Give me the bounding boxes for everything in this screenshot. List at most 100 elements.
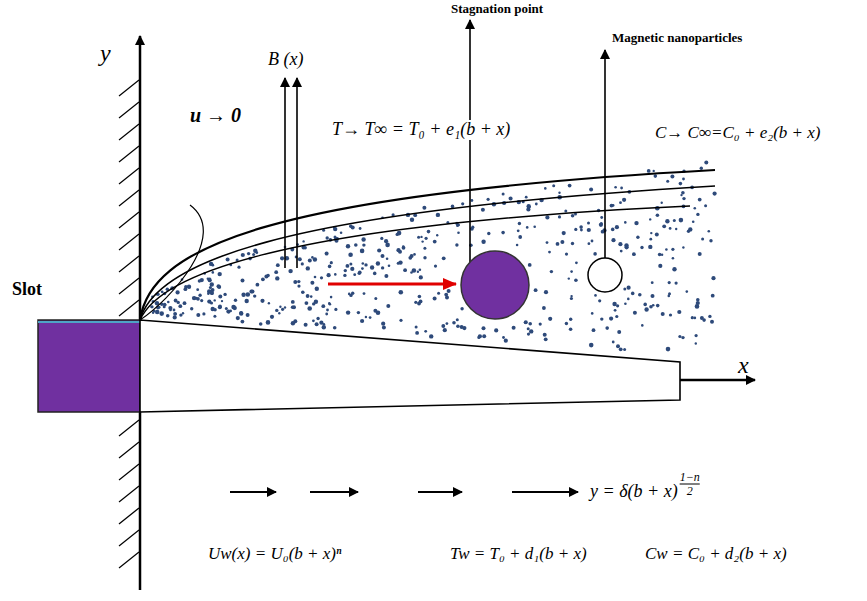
particle-dot: [600, 216, 603, 219]
sheet-velocity-arrow: [310, 491, 358, 493]
particle-dot: [471, 199, 474, 202]
particle-dot: [444, 293, 448, 297]
particle-dot: [618, 242, 622, 246]
particle-dot: [174, 313, 177, 316]
particle-dot: [620, 187, 623, 190]
hatch-stroke: [119, 552, 139, 568]
particle-dot: [261, 277, 265, 281]
particle-dot: [365, 316, 367, 318]
particle-dot: [653, 170, 655, 172]
particle-dot: [158, 306, 160, 308]
particle-dot: [211, 307, 215, 311]
particle-dot: [624, 302, 627, 305]
particle-dot: [208, 278, 211, 281]
particle-dot: [418, 295, 422, 299]
particle-dot: [456, 325, 460, 329]
particle-dot: [661, 312, 665, 316]
particle-dot: [214, 299, 216, 301]
hatch-stroke: [119, 102, 139, 118]
particle-dot: [548, 317, 552, 321]
particle-dot: [399, 319, 402, 322]
particle-dot: [316, 317, 319, 320]
particle-dot: [217, 285, 221, 289]
particle-dot: [518, 235, 522, 239]
particle-dot: [556, 242, 560, 246]
particle-dot: [382, 326, 386, 330]
particle-dot: [419, 269, 422, 272]
particle-dot: [675, 228, 677, 230]
particle-dot: [246, 313, 250, 317]
hatch-stroke: [119, 168, 139, 184]
particle-dot: [314, 276, 317, 279]
particle-dot: [173, 309, 176, 312]
particle-dot: [682, 246, 684, 248]
particle-dot: [565, 253, 568, 256]
particle-dot: [369, 316, 372, 319]
particle-dot: [202, 312, 205, 315]
particle-dot: [614, 186, 617, 189]
particle-dot: [166, 314, 170, 318]
particle-dot: [192, 296, 196, 300]
particle-dot: [241, 279, 245, 283]
particle-dot: [647, 169, 651, 173]
particle-dot: [442, 256, 446, 260]
particle-dot: [615, 315, 618, 318]
particle-dot: [682, 178, 685, 181]
particle-dot: [652, 304, 655, 307]
particle-dot: [164, 304, 166, 306]
particle-dot: [304, 323, 308, 327]
particle-dot: [544, 187, 547, 190]
particle-dot: [306, 266, 310, 270]
particle-dot: [665, 248, 668, 251]
hatch-stroke: [119, 80, 139, 96]
particle-dot: [524, 320, 528, 324]
particle-dot: [692, 220, 695, 223]
particle-dot: [420, 236, 422, 238]
particle-dot: [310, 295, 313, 298]
particle-dot: [288, 269, 292, 273]
particle-dot: [666, 180, 669, 183]
particle-dot: [328, 265, 332, 269]
particle-dot: [354, 243, 358, 247]
particle-dot: [376, 261, 380, 265]
particle-dot: [666, 347, 671, 352]
particle-dot: [268, 302, 270, 304]
sheet-velocity-arrow: [512, 491, 578, 493]
particle-dot: [415, 331, 419, 335]
particle-dot: [649, 218, 651, 220]
particle-dot: [562, 231, 566, 235]
boundary-condition: Tw = T₀ + d₁(b + x): [450, 545, 587, 564]
particle-dot: [661, 202, 663, 204]
particle-dot: [619, 201, 622, 204]
particle-dot: [344, 269, 347, 272]
particle-dot: [446, 322, 449, 325]
particle-dot: [419, 275, 423, 279]
particle-dot: [482, 334, 486, 338]
particle-dot: [200, 278, 204, 282]
particle-dot: [502, 336, 505, 339]
particle-dot: [196, 288, 199, 291]
particle-dot: [284, 306, 286, 308]
axis-label: x: [738, 352, 749, 378]
particle-dot: [592, 328, 596, 332]
particle-dot: [384, 274, 388, 278]
particle-dot: [363, 292, 366, 295]
particle-dot: [381, 254, 385, 258]
hatch-stroke: [119, 420, 139, 436]
particle-dot: [330, 261, 333, 264]
particle-dot: [276, 263, 280, 267]
particle-dot: [612, 302, 616, 306]
hatch-stroke: [119, 256, 139, 272]
particle-dot: [686, 290, 689, 293]
particle-dot: [304, 246, 307, 249]
particle-dot: [370, 265, 374, 269]
particle-dot: [233, 306, 237, 310]
nanoparticle-circle: [588, 258, 622, 292]
particle-dot: [694, 207, 697, 210]
particle-dot: [302, 240, 304, 242]
particle-dot: [487, 232, 490, 235]
particle-dot: [587, 228, 591, 232]
condition-label: T→ T∞ = T₀ + e₁(b + x): [330, 120, 512, 140]
particle-dot: [223, 293, 226, 296]
particle-dot: [589, 343, 594, 348]
